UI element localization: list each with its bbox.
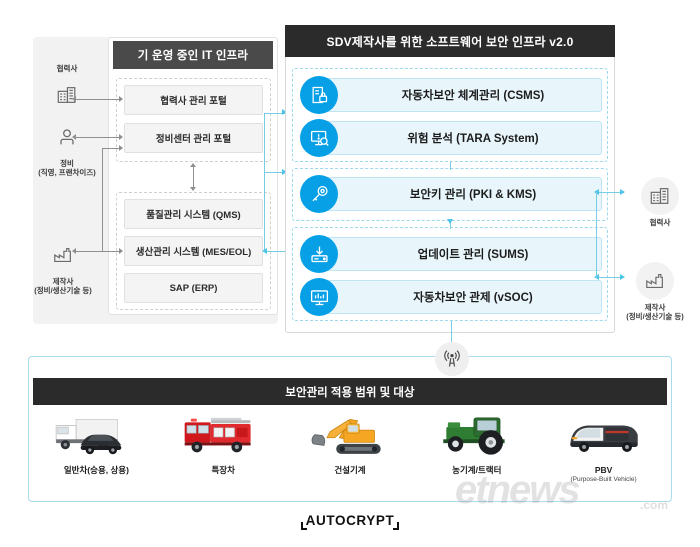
- brand-logo: AUTOCRYPT: [0, 512, 700, 530]
- connector-service-arrow-left: [72, 134, 76, 140]
- cyan-right-bottom-arrow-right: [620, 274, 625, 280]
- sdv-row-tara[interactable]: 위험 분석 (TARA System): [300, 119, 602, 157]
- it-box-partner-portal[interactable]: 협력사 관리 포털: [124, 85, 263, 115]
- it-internal-arrow-up: [190, 163, 196, 167]
- entity-manufacturer-right: 제작사 (정비/생산기술 등): [619, 262, 691, 322]
- sdv-panel-header: SDV제작사를 위한 소프트웨어 보안 인프라 v2.0: [285, 25, 615, 57]
- building-icon: [48, 76, 86, 115]
- brand-logo-text: AUTOCRYPT: [300, 513, 400, 530]
- scope-item-pbv-label: PBV (Purpose-Built Vehicle): [571, 465, 637, 484]
- entity-service-left: 정비 (직영, 프랜차이즈): [31, 118, 103, 178]
- scope-item-pbv-label-main: PBV: [594, 465, 613, 475]
- entity-service-left-label: 정비 (직영, 프랜차이즈): [31, 159, 103, 178]
- scope-item-pbv-label-sub: (Purpose-Built Vehicle): [570, 476, 637, 484]
- connector-manufacturer-arrow-left: [72, 248, 76, 254]
- connector-manufacturer-line: [74, 251, 122, 252]
- scope-item-agricultural-machine[interactable]: 농기계/트랙터: [413, 405, 540, 497]
- factory-icon: [636, 262, 674, 300]
- scope-item-pbv[interactable]: PBV (Purpose-Built Vehicle): [540, 405, 667, 497]
- sdv-group-1: [292, 68, 608, 162]
- connector-partner-arrow-right: [119, 96, 123, 102]
- wireless-tower-icon: [435, 342, 469, 376]
- key-icon: [300, 175, 338, 213]
- connector-manufacturer-top-stub: [102, 148, 122, 149]
- monitor-chart-icon: [300, 278, 338, 316]
- connector-manufacturer-vertical: [102, 148, 103, 252]
- entity-manufacturer-left: 제작사 (정비/생산기술 등): [27, 236, 99, 296]
- sdv-row-csms[interactable]: 자동차보안 체계관리 (CSMS): [300, 76, 602, 114]
- cyan-connector-top-h: [264, 113, 288, 114]
- cyan-connector-bottom-v: [264, 172, 265, 252]
- tractor-icon: [431, 409, 523, 465]
- pbv-van-icon: [558, 409, 650, 465]
- entity-manufacturer-left-label-line1: 제작사: [52, 277, 74, 286]
- sdv-row-csms-label: 자동차보안 체계관리 (CSMS): [320, 78, 602, 112]
- entity-manufacturer-right-label-line2: (정비/생산기술 등): [626, 312, 684, 322]
- connector-manufacturer-arrow-right: [119, 248, 123, 254]
- it-box-mes-eol[interactable]: 생산관리 시스템 (MES/EOL): [124, 236, 263, 266]
- cyan-right-vertical: [596, 192, 597, 278]
- scope-items: 일반차(승용, 상용): [33, 405, 667, 497]
- entity-service-left-label-line2: (직영, 프랜차이즈): [38, 168, 96, 178]
- sdv-row-tara-label: 위험 분석 (TARA System): [320, 121, 602, 155]
- sdv-group-link-2: [450, 221, 451, 229]
- excavator-icon: [304, 409, 396, 465]
- sdv-row-pki-kms[interactable]: 보안키 관리 (PKI & KMS): [300, 175, 602, 213]
- sdv-row-vsoc[interactable]: 자동차보안 관제 (vSOC): [300, 278, 602, 316]
- entity-manufacturer-left-label: 제작사 (정비/생산기술 등): [27, 277, 99, 296]
- entity-manufacturer-right-label-line1: 제작사: [644, 303, 666, 312]
- scope-item-construction-machine[interactable]: 건설기계: [287, 405, 414, 497]
- scope-item-construction-machine-label: 건설기계: [334, 465, 366, 475]
- entity-partner-left-label: 협력사: [56, 64, 78, 73]
- scope-item-special-vehicle[interactable]: 특장차: [160, 405, 287, 497]
- sdv-group-link-1: [450, 162, 451, 170]
- sdv-row-sums[interactable]: 업데이트 관리 (SUMS): [300, 235, 602, 273]
- sdv-group-link-arrow: [447, 219, 453, 224]
- scope-item-general-vehicle-label: 일반차(승용, 상용): [63, 465, 129, 475]
- entity-manufacturer-left-label-line2: (정비/생산기술 등): [34, 286, 92, 296]
- fire-truck-icon: [177, 409, 269, 465]
- cyan-connector-bottom-h: [264, 251, 288, 252]
- sdv-row-vsoc-label: 자동차보안 관제 (vSOC): [320, 280, 602, 314]
- it-box-sap-erp[interactable]: SAP (ERP): [124, 273, 263, 303]
- entity-partner-right-label: 협력사: [649, 218, 671, 227]
- cyan-connector-mid-h: [264, 172, 288, 173]
- connector-manufacturer-top-arrow: [119, 145, 123, 151]
- connector-partner-line: [74, 99, 122, 100]
- it-group-portal: [116, 78, 271, 162]
- sdv-row-sums-label: 업데이트 관리 (SUMS): [320, 237, 602, 271]
- entity-partner-left: 협력사: [31, 64, 103, 115]
- it-internal-connector-line: [193, 166, 194, 188]
- cyan-arrow-top: [282, 109, 287, 115]
- antenna-link-line: [451, 321, 452, 347]
- sdv-row-pki-kms-label: 보안키 관리 (PKI & KMS): [320, 177, 602, 211]
- connector-partner-arrow-left: [72, 96, 76, 102]
- connector-service-arrow-right: [119, 134, 123, 140]
- scope-panel-header: 보안관리 적용 범위 및 대상: [33, 378, 667, 405]
- scope-item-general-vehicle[interactable]: 일반차(승용, 상용): [33, 405, 160, 497]
- cyan-right-top-arrow-right: [620, 189, 625, 195]
- server-lock-icon: [300, 76, 338, 114]
- it-box-qms[interactable]: 품질관리 시스템 (QMS): [124, 199, 263, 229]
- entity-service-left-label-line1: 정비: [60, 159, 74, 168]
- entity-partner-right: 협력사: [624, 177, 696, 227]
- it-internal-arrow-down: [190, 187, 196, 191]
- it-box-service-center-portal[interactable]: 정비센터 관리 포털: [124, 123, 263, 153]
- watermark-etnews-sub: .com: [640, 498, 669, 512]
- scope-item-agricultural-machine-label: 농기계/트랙터: [452, 465, 502, 475]
- cyan-arrow-mid: [282, 169, 287, 175]
- cyan-connector-top-v: [264, 113, 265, 173]
- scope-item-special-vehicle-label: 특장차: [211, 465, 235, 475]
- cyan-arrow-bottom: [262, 248, 267, 254]
- cyan-right-top-line: [596, 192, 624, 193]
- it-infra-header: 기 운영 중인 IT 인프라: [113, 41, 273, 69]
- factory-icon: [44, 236, 82, 274]
- entity-manufacturer-right-label: 제작사 (정비/생산기술 등): [619, 303, 691, 322]
- truck-and-car-icon: [50, 409, 142, 465]
- download-drive-icon: [300, 235, 338, 273]
- monitor-search-icon: [300, 119, 338, 157]
- building-icon: [641, 177, 679, 215]
- cyan-right-bottom-line: [596, 277, 624, 278]
- connector-service-line: [74, 137, 122, 138]
